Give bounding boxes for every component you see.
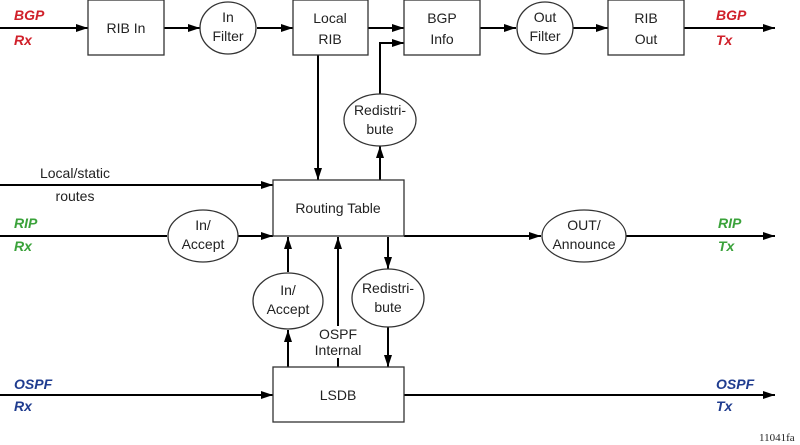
ellipse-out-announce-label-2: Announce bbox=[552, 236, 615, 252]
box-local-rib-label-2: RIB bbox=[318, 31, 341, 47]
box-local-rib-label-1: Local bbox=[313, 10, 346, 26]
ospf-rx-label-2: Rx bbox=[14, 398, 33, 414]
ellipse-redistribute-bgp: Redistri- bute bbox=[343, 93, 417, 147]
ellipse-in-accept-ospf-label-1: In/ bbox=[280, 282, 296, 298]
ospf-tx-label-1: OSPF bbox=[716, 376, 755, 392]
io-ospf-rx: OSPF Rx bbox=[14, 376, 53, 414]
ellipse-in-filter-label-2: Filter bbox=[212, 28, 243, 44]
box-bgp-info-label-1: BGP bbox=[427, 10, 457, 26]
ellipse-out-announce: OUT/ Announce bbox=[541, 209, 627, 263]
box-lsdb-label: LSDB bbox=[320, 387, 357, 403]
io-bgp-rx: BGP Rx bbox=[14, 7, 45, 48]
ellipse-out-announce-label-1: OUT/ bbox=[567, 217, 601, 233]
ellipse-redistribute-ospf-label-1: Redistri- bbox=[362, 280, 414, 296]
ellipse-in-accept-rip-label-1: In/ bbox=[195, 217, 211, 233]
ellipse-out-filter: Out Filter bbox=[516, 1, 574, 55]
box-rib-in-label: RIB In bbox=[107, 20, 146, 36]
ospf-rx-label-1: OSPF bbox=[14, 376, 53, 392]
box-routing-table-label: Routing Table bbox=[295, 200, 381, 216]
ospf-flow-lines bbox=[0, 237, 775, 399]
io-ospf-tx: OSPF Tx bbox=[716, 376, 755, 414]
ellipse-out-filter-label-1: Out bbox=[534, 9, 557, 25]
box-rib-in: RIB In bbox=[87, 0, 165, 56]
ellipse-in-filter: In Filter bbox=[199, 1, 257, 55]
io-rip-tx: RIP Tx bbox=[718, 215, 742, 254]
ellipse-redistribute-bgp-label-2: bute bbox=[366, 121, 393, 137]
rip-flow-lines bbox=[0, 181, 775, 240]
ospf-internal-label-2: Internal bbox=[315, 342, 362, 358]
box-local-rib: Local RIB bbox=[292, 0, 369, 56]
ellipse-redistribute-ospf: Redistri- bute bbox=[351, 268, 425, 328]
local-static-label-1: Local/static bbox=[40, 165, 110, 181]
rip-tx-label-1: RIP bbox=[718, 215, 742, 231]
ellipse-redistribute-bgp-label-1: Redistri- bbox=[354, 102, 406, 118]
ellipse-out-filter-label-2: Filter bbox=[529, 28, 560, 44]
local-static-label-2: routes bbox=[56, 188, 95, 204]
bgp-tx-label-1: BGP bbox=[716, 7, 747, 23]
bgp-flow-lines bbox=[0, 24, 775, 180]
ospf-tx-label-2: Tx bbox=[716, 398, 734, 414]
box-rib-out-label-2: Out bbox=[635, 31, 658, 47]
arrow-redistribute-to-bgp-info bbox=[379, 39, 404, 95]
ellipse-in-accept-rip: In/ Accept bbox=[167, 209, 239, 263]
box-bgp-info-label-2: Info bbox=[430, 31, 454, 47]
box-rib-out-label-1: RIB bbox=[634, 10, 657, 26]
box-rib-out: RIB Out bbox=[607, 0, 685, 56]
rip-tx-label-2: Tx bbox=[718, 238, 736, 254]
io-bgp-tx: BGP Tx bbox=[716, 7, 747, 48]
ellipse-in-filter-label-1: In bbox=[222, 9, 234, 25]
bgp-rx-label-2: Rx bbox=[14, 32, 33, 48]
ellipse-in-accept-ospf-label-2: Accept bbox=[267, 301, 310, 317]
rip-rx-label-1: RIP bbox=[14, 215, 38, 231]
ellipse-redistribute-ospf-label-2: bute bbox=[374, 299, 401, 315]
ellipse-in-accept-ospf: In/ Accept bbox=[252, 272, 324, 330]
rip-rx-label-2: Rx bbox=[14, 238, 33, 254]
bgp-rx-label-1: BGP bbox=[14, 7, 45, 23]
box-routing-table: Routing Table bbox=[272, 179, 405, 237]
box-lsdb: LSDB bbox=[272, 366, 405, 423]
io-rip-rx: RIP Rx bbox=[14, 215, 38, 254]
ospf-internal-label-1: OSPF bbox=[319, 326, 357, 342]
box-bgp-info: BGP Info bbox=[403, 0, 481, 56]
bgp-tx-label-2: Tx bbox=[716, 32, 734, 48]
figure-id: 11041fa bbox=[759, 432, 795, 444]
ellipse-in-accept-rip-label-2: Accept bbox=[182, 236, 225, 252]
